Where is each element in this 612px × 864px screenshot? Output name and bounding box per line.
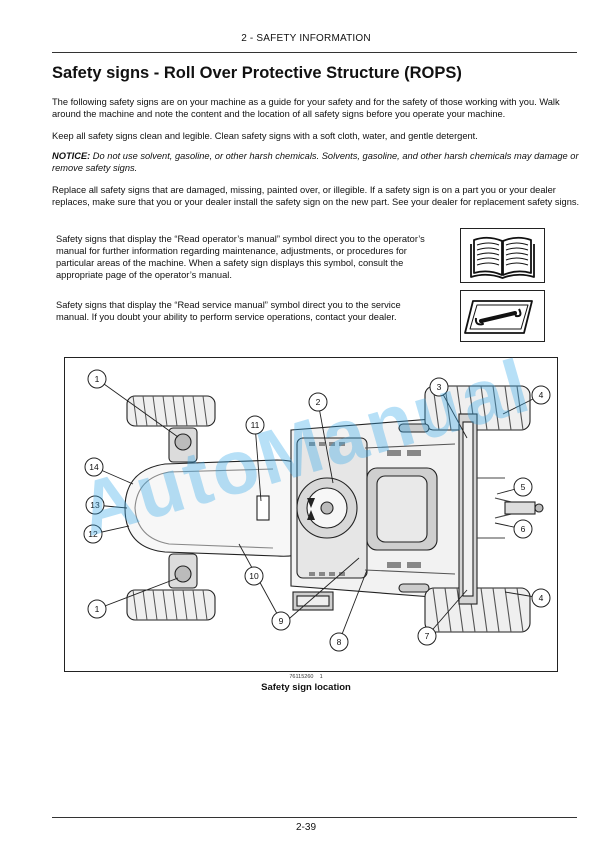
footer-rule xyxy=(52,817,577,818)
callout-label: 4 xyxy=(539,390,544,400)
callout-10 xyxy=(244,566,264,586)
callout-7 xyxy=(417,626,437,646)
figure-number: 76115260 1 xyxy=(0,674,612,680)
callout-label: 11 xyxy=(251,420,260,430)
callout-label: 5 xyxy=(521,482,526,492)
callout-3 xyxy=(429,377,449,397)
callout-1-bottom xyxy=(87,599,107,619)
header-rule xyxy=(52,52,577,53)
callout-4-top xyxy=(531,385,551,405)
operator-manual-text: Safety signs that display the “Read oper… xyxy=(56,234,425,280)
callout-label: 13 xyxy=(90,500,100,510)
callout-6 xyxy=(513,519,533,539)
callout-8 xyxy=(329,632,349,652)
callout-5 xyxy=(513,477,533,497)
callout-4-bottom xyxy=(531,588,551,608)
callout-12 xyxy=(83,524,103,544)
open-book-icon xyxy=(470,236,535,279)
notice-text: Do not use solvent, gasoline, or other h… xyxy=(52,151,579,173)
tractor-diagram: 1 2 3 4 5 6 4 7 8 9 10 1 12 13 14 11 xyxy=(83,369,551,652)
notice-label: NOTICE: xyxy=(52,151,91,161)
figure-caption: Safety sign location xyxy=(261,682,351,693)
page-title: Safety signs - Roll Over Protective Stru… xyxy=(52,64,462,82)
callout-label: 10 xyxy=(249,571,259,581)
callout-2 xyxy=(308,392,328,412)
callout-14 xyxy=(84,457,104,477)
operator-manual-symbol xyxy=(460,228,545,283)
intro-paragraph: The following safety signs are on your m… xyxy=(52,97,560,119)
callout-label: 7 xyxy=(425,631,430,641)
callout-label: 12 xyxy=(88,529,98,539)
front-wheel-top xyxy=(126,395,216,427)
callout-label: 2 xyxy=(316,397,321,407)
front-wheel-bottom xyxy=(126,589,216,621)
notice-paragraph: NOTICE: Do not use solvent, gasoline, or… xyxy=(52,150,580,174)
callout-13 xyxy=(85,495,105,515)
safety-sign-figure: 1 2 3 4 5 6 4 7 8 9 10 1 12 13 14 11 xyxy=(64,357,558,672)
page-number: 2-39 xyxy=(295,822,316,833)
service-manual-symbol xyxy=(460,290,545,342)
callout-label: 3 xyxy=(437,382,442,392)
callout-label: 9 xyxy=(279,616,284,626)
callout-label: 4 xyxy=(539,593,544,603)
callout-label: 14 xyxy=(89,462,99,472)
section-header: 2 - SAFETY INFORMATION xyxy=(241,33,371,44)
replace-paragraph: Replace all safety signs that are damage… xyxy=(52,185,580,207)
callout-1-top xyxy=(87,369,107,389)
service-manual-text: Safety signs that display the “Read serv… xyxy=(56,300,401,322)
keep-clean-paragraph: Keep all safety signs clean and legible.… xyxy=(52,131,478,141)
wrench-book-icon xyxy=(464,300,533,334)
callout-label: 1 xyxy=(95,374,100,384)
callout-label: 8 xyxy=(337,637,342,647)
figure-index: 1 xyxy=(319,674,323,680)
figure-id: 76115260 xyxy=(289,674,314,680)
callout-label: 1 xyxy=(95,604,100,614)
callout-9 xyxy=(271,611,291,631)
callout-11 xyxy=(245,415,265,435)
callout-label: 6 xyxy=(521,524,526,534)
